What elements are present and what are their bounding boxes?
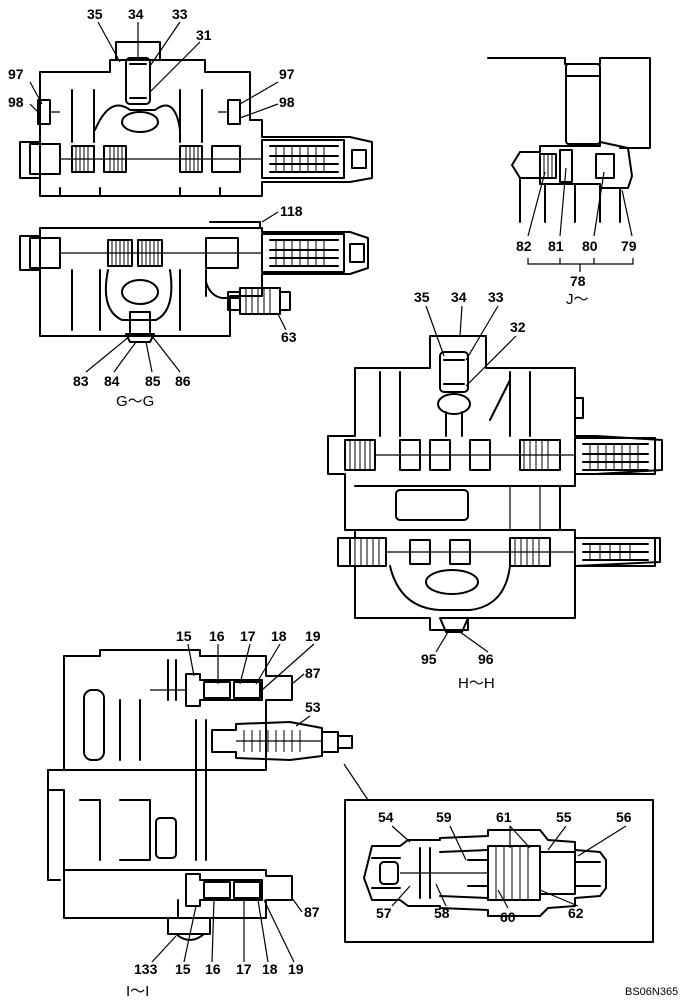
callout-61: 61 (496, 809, 512, 825)
callout-35: 35 (87, 6, 103, 22)
view-gg-caption: G～G (116, 393, 154, 410)
callout-18-lower: 18 (262, 961, 278, 977)
view-ii-caption: I～I (126, 983, 149, 1000)
detail-leaders (391, 825, 627, 909)
callout-60: 60 (500, 909, 516, 925)
view-gg-upper-section (19, 41, 373, 197)
callout-79: 79 (621, 238, 637, 254)
callout-32-hh: 32 (510, 319, 526, 335)
view-hh-callouts: 35 34 33 32 95 96 H～H (414, 289, 526, 692)
view-hh-leaders (425, 305, 517, 653)
callout-84: 84 (104, 373, 120, 389)
callout-85: 85 (145, 373, 161, 389)
callout-87-upper: 87 (305, 665, 321, 681)
callout-83: 83 (73, 373, 89, 389)
callout-17-lower: 17 (236, 961, 252, 977)
view-jj-callouts: 82 81 80 79 78 J～ (516, 238, 637, 308)
callout-87-lower: 87 (304, 904, 320, 920)
callout-59: 59 (436, 809, 452, 825)
view-ii-section (47, 649, 353, 941)
callout-54: 54 (378, 809, 394, 825)
callout-18-upper: 18 (271, 628, 287, 644)
callout-19-upper: 19 (305, 628, 321, 644)
callout-82: 82 (516, 238, 532, 254)
callout-62: 62 (568, 905, 584, 921)
callout-35-hh: 35 (414, 289, 430, 305)
callout-16-upper: 16 (209, 628, 225, 644)
callout-80: 80 (582, 238, 598, 254)
callout-57: 57 (376, 905, 392, 921)
view-jj-caption: J～ (566, 291, 589, 308)
callout-19-lower: 19 (288, 961, 304, 977)
view-gg-lower-section (19, 221, 369, 343)
callout-58: 58 (434, 905, 450, 921)
callout-34-hh: 34 (451, 289, 467, 305)
callout-98-right: 98 (279, 94, 295, 110)
callout-55: 55 (556, 809, 572, 825)
callout-15-upper: 15 (176, 628, 192, 644)
callout-133: 133 (134, 961, 158, 977)
callout-118: 118 (280, 203, 303, 219)
callout-98-left: 98 (8, 94, 24, 110)
callout-16-lower: 16 (205, 961, 221, 977)
callout-53: 53 (305, 699, 321, 715)
view-hh-caption: H～H (458, 675, 495, 692)
callout-97-left: 97 (8, 66, 24, 82)
drawing-code: BS06N365 (625, 986, 678, 998)
callout-97-right: 97 (279, 66, 295, 82)
callout-95-hh: 95 (421, 651, 437, 667)
detail-callouts: 54 59 61 55 56 57 58 60 62 (376, 809, 632, 925)
view-jj-section (487, 57, 651, 223)
callout-15-lower: 15 (175, 961, 191, 977)
view-jj-leaders (527, 167, 634, 272)
callout-81: 81 (548, 238, 564, 254)
callout-63: 63 (281, 329, 297, 345)
callout-86: 86 (175, 373, 191, 389)
callout-34: 34 (128, 6, 144, 22)
view-ii-callouts: 15 16 17 18 19 87 53 87 133 15 16 17 18 … (126, 628, 321, 1000)
callout-78: 78 (570, 273, 586, 289)
detail-relief-valve-box (344, 799, 654, 943)
callout-33-hh: 33 (488, 289, 504, 305)
callout-56: 56 (616, 809, 632, 825)
callout-31: 31 (196, 27, 212, 43)
view-ii-leaders (151, 643, 369, 963)
view-hh-section (327, 335, 663, 633)
callout-96-hh: 96 (478, 651, 494, 667)
callout-17-upper: 17 (240, 628, 256, 644)
view-gg-callouts: 35 34 33 31 97 98 97 98 118 63 83 84 85 … (8, 6, 303, 410)
view-gg-leaders (29, 21, 287, 373)
callout-33: 33 (172, 6, 188, 22)
